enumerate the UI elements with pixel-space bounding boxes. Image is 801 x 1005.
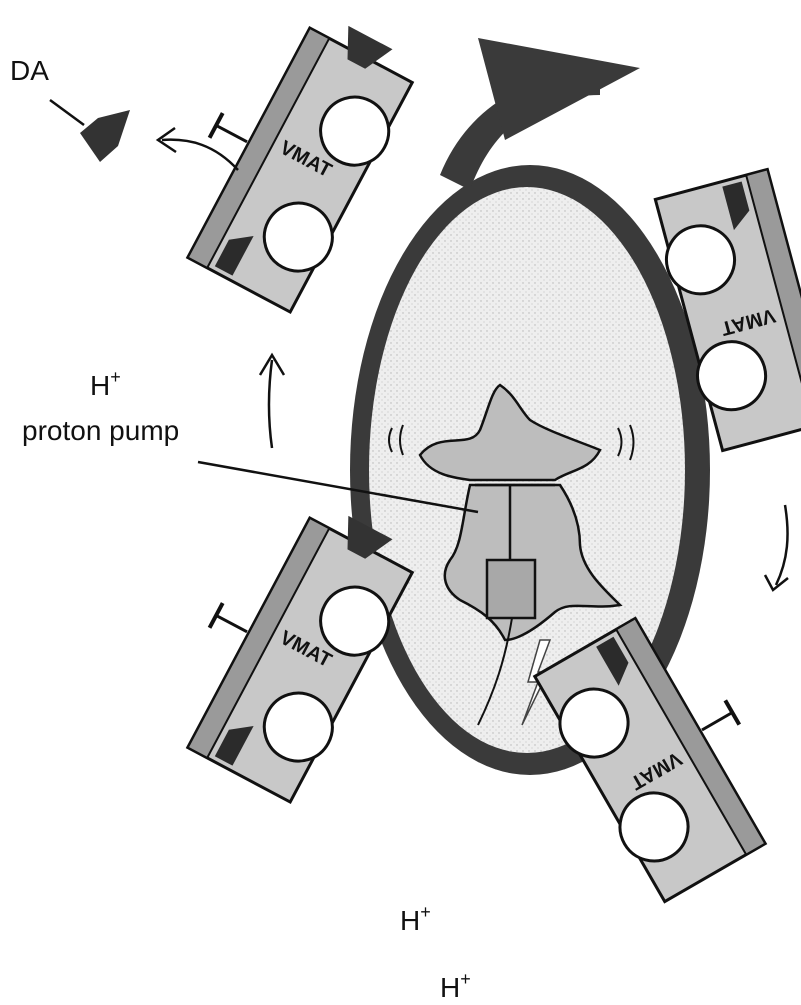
motion-arrow-right <box>765 505 788 590</box>
transporter-anchor-bar <box>210 113 223 138</box>
transporter-anchor <box>216 125 247 141</box>
transporter-anchor <box>216 615 247 631</box>
rotation-arrowhead <box>478 38 640 140</box>
da-label-pointer <box>50 100 84 125</box>
proton-outside-label-1: H+ <box>400 902 431 936</box>
transporter-anchor-bar <box>210 603 223 628</box>
proton-pump-label: proton pump <box>22 415 179 446</box>
proton-pump-h-label: H+ <box>90 367 121 401</box>
membrane-gap <box>626 144 674 186</box>
dopamine-molecule <box>80 110 130 162</box>
transporter-anchor-bar <box>725 700 739 724</box>
vmat-transporter-top-left: VMAT <box>155 0 427 315</box>
proton-outside-label-2: H+ <box>440 969 471 1003</box>
transporter-anchor <box>702 713 732 731</box>
pump-rotor-box <box>487 560 535 618</box>
motion-arrow-top-left <box>158 128 238 170</box>
motion-arrow-left <box>260 355 284 448</box>
da-label: DA <box>10 55 49 86</box>
